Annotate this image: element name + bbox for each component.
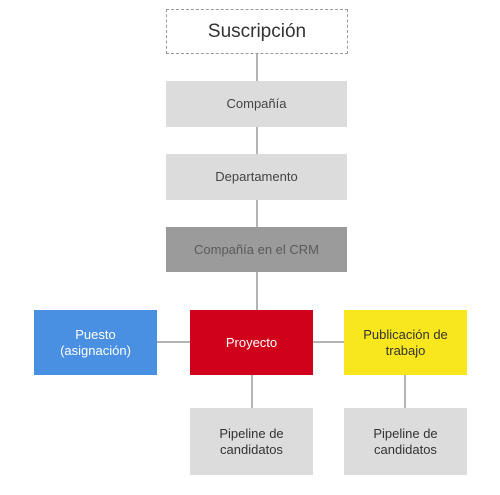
node-pipeline-project: Pipeline de candidatos — [190, 408, 313, 475]
node-job-posting-label-line1: Publicación de — [363, 326, 448, 342]
node-pipeline-posting-label-line1: Pipeline de — [373, 425, 438, 441]
node-job-posting: Publicación de trabajo — [344, 310, 467, 375]
node-subscription: Suscripción — [166, 9, 348, 54]
node-pipeline-posting-label-line2: candidatos — [374, 441, 437, 457]
node-position-label-line1: Puesto — [75, 326, 116, 342]
node-job-posting-label-line2: trabajo — [385, 342, 426, 358]
node-company: Compañía — [166, 81, 347, 127]
node-pipeline-project-label-line2: candidatos — [220, 441, 283, 457]
node-department: Departamento — [166, 154, 347, 200]
node-project-label: Proyecto — [225, 334, 278, 350]
node-department-label: Departamento — [215, 169, 298, 184]
node-crm-company-label: Compañía en el CRM — [194, 241, 319, 257]
node-crm-company: Compañía en el CRM — [166, 227, 347, 272]
node-company-label: Compañía — [226, 96, 287, 111]
node-subscription-label: Suscripción — [207, 20, 307, 42]
node-pipeline-project-label-line1: Pipeline de — [219, 425, 284, 441]
node-position: Puesto (asignación) — [34, 310, 157, 375]
node-project: Proyecto — [190, 310, 313, 375]
node-pipeline-posting: Pipeline de candidatos — [344, 408, 467, 475]
node-position-label-line2: (asignación) — [60, 342, 131, 358]
